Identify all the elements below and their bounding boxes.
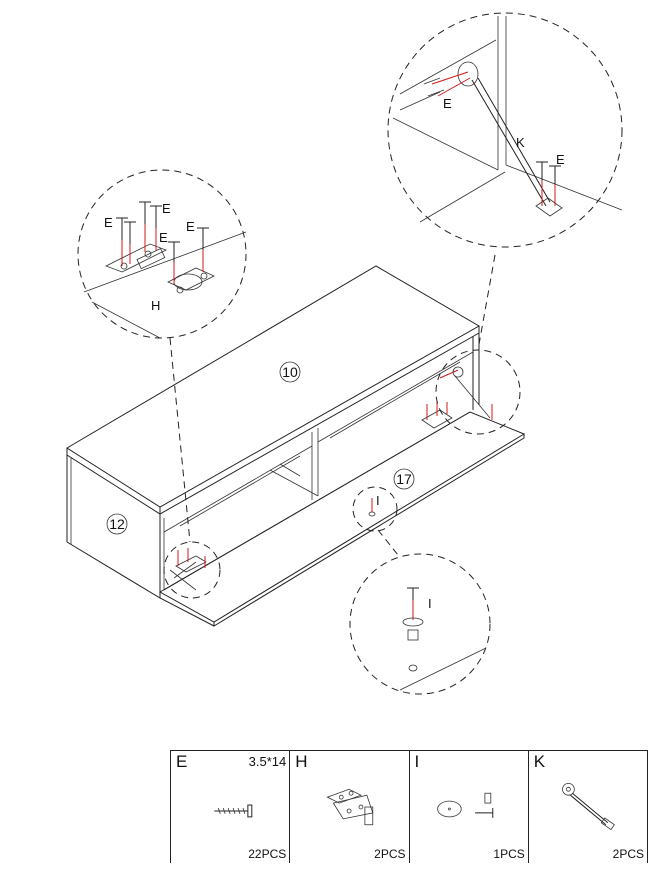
leader-line-right (477, 254, 496, 351)
part-cell-k: K 2PCS (529, 751, 647, 863)
svg-text:12: 12 (109, 516, 125, 532)
svg-text:10: 10 (282, 364, 298, 380)
panel-number-top: 10 (279, 361, 301, 383)
right-stay-hardware (421, 366, 493, 429)
part-cell-h: H 2PCS (290, 751, 410, 863)
part-letter: K (533, 752, 546, 771)
part-spec: 3.5*14 (248, 754, 287, 769)
hinge-icon (326, 788, 374, 826)
part-cell-i: I 1PCS (410, 751, 529, 863)
part-qty: 1PCS (493, 847, 525, 861)
detail-hinge: E E E E H (77, 169, 247, 339)
svg-text:H: H (151, 298, 160, 313)
part-cell-e: E 3.5*14 22PCS (171, 751, 291, 863)
part-letter: E (176, 752, 188, 771)
svg-text:E: E (556, 152, 565, 167)
detail-marker-left (163, 541, 221, 599)
cabinet-body (66, 265, 526, 627)
leader-line-left (169, 337, 191, 543)
magnet-catch-icon (436, 792, 493, 818)
leader-line-bottom (377, 529, 399, 556)
screw-icon (214, 804, 253, 818)
magnet-hardware: I (368, 493, 380, 517)
detail-flap-stay: E K E (387, 12, 623, 248)
detail-magnet-catch: I (349, 553, 491, 695)
left-hinge-hardware (169, 548, 207, 591)
part-qty: 2PCS (612, 847, 644, 861)
svg-text:I: I (428, 596, 432, 611)
svg-text:E: E (159, 230, 168, 245)
part-letter: H (295, 752, 308, 771)
part-qty: 22PCS (248, 847, 287, 861)
panel-number-door: 17 (393, 468, 415, 490)
detail-marker-bottom (352, 486, 398, 532)
flap-stay-icon (561, 782, 615, 831)
part-qty: 2PCS (374, 847, 406, 861)
parts-table: E 3.5*14 22PCS H 2PCS I (170, 750, 648, 863)
svg-text:E: E (443, 96, 452, 111)
svg-text:E: E (186, 219, 195, 234)
svg-text:E: E (162, 201, 171, 216)
svg-text:K: K (516, 135, 525, 150)
part-letter: I (414, 752, 420, 771)
detail-marker-right (435, 349, 521, 435)
svg-text:17: 17 (396, 471, 412, 487)
panel-number-side: 12 (106, 513, 128, 535)
svg-text:I: I (376, 493, 380, 508)
svg-text:E: E (104, 215, 113, 230)
